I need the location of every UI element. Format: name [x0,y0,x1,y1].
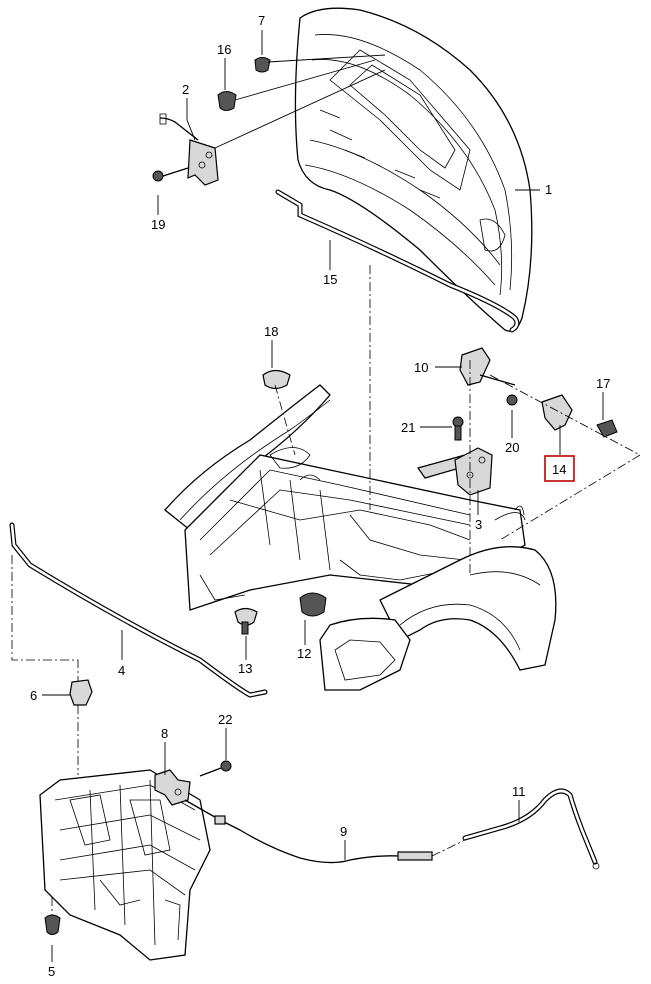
hood-lock-10 [459,347,516,386]
callout-22: 22 [218,712,232,727]
rubber-buffer-16 [217,91,237,111]
callout-1: 1 [545,182,552,197]
callout-2: 2 [182,82,189,97]
body-front-section [164,384,557,691]
callout-6: 6 [30,688,37,703]
callout-17: 17 [596,376,610,391]
callout-16: 16 [217,42,231,57]
callout-14: 14 [552,462,566,477]
callout-15: 15 [323,272,337,287]
callout-20: 20 [505,440,519,455]
grommet-18 [262,369,291,390]
callout-10: 10 [414,360,428,375]
screw-20 [506,394,518,406]
leader-16-to-hood [234,59,376,101]
hood-panel [294,7,533,332]
grommet-5 [44,914,61,935]
callout-11: 11 [512,784,526,799]
callout-8: 8 [161,726,168,741]
hood-lock-8 [154,769,191,806]
lock-carrier [39,769,211,961]
callout-19: 19 [151,217,165,232]
assembly-line-9 [431,839,466,857]
callout-7: 7 [258,13,265,28]
bolt-19 [152,167,189,182]
callout-4: 4 [118,663,125,678]
bolt-21 [452,416,464,441]
callout-18: 18 [264,324,278,339]
rubber-stop-17 [596,419,618,438]
leader-2-to-hood [214,69,386,149]
bolt-22 [199,760,232,777]
rubber-buffer-7 [254,57,271,73]
grommet-12 [299,592,327,617]
leader-7-to-hood [267,54,386,63]
callout-5: 5 [48,964,55,979]
callout-13: 13 [238,661,252,676]
hood-latch-bracket [417,447,493,496]
rod-holder-6 [69,679,93,706]
hood-stay-rod-4 [9,522,268,698]
hood-stay-rod [275,189,520,333]
assembly-line-18 [274,384,296,456]
callout-12: 12 [297,646,311,661]
callout-9: 9 [340,824,347,839]
callout-3: 3 [475,517,482,532]
callout-14-highlight-box [544,455,575,482]
hood-lock-14 [541,394,573,431]
release-cable-11 [462,788,600,870]
assembly-line-4 [11,555,79,690]
clip-13 [234,607,258,635]
assembly-line-14 [489,374,641,541]
release-cable-9 [184,799,433,864]
callout-21: 21 [401,420,415,435]
callout-leaders [42,30,604,962]
